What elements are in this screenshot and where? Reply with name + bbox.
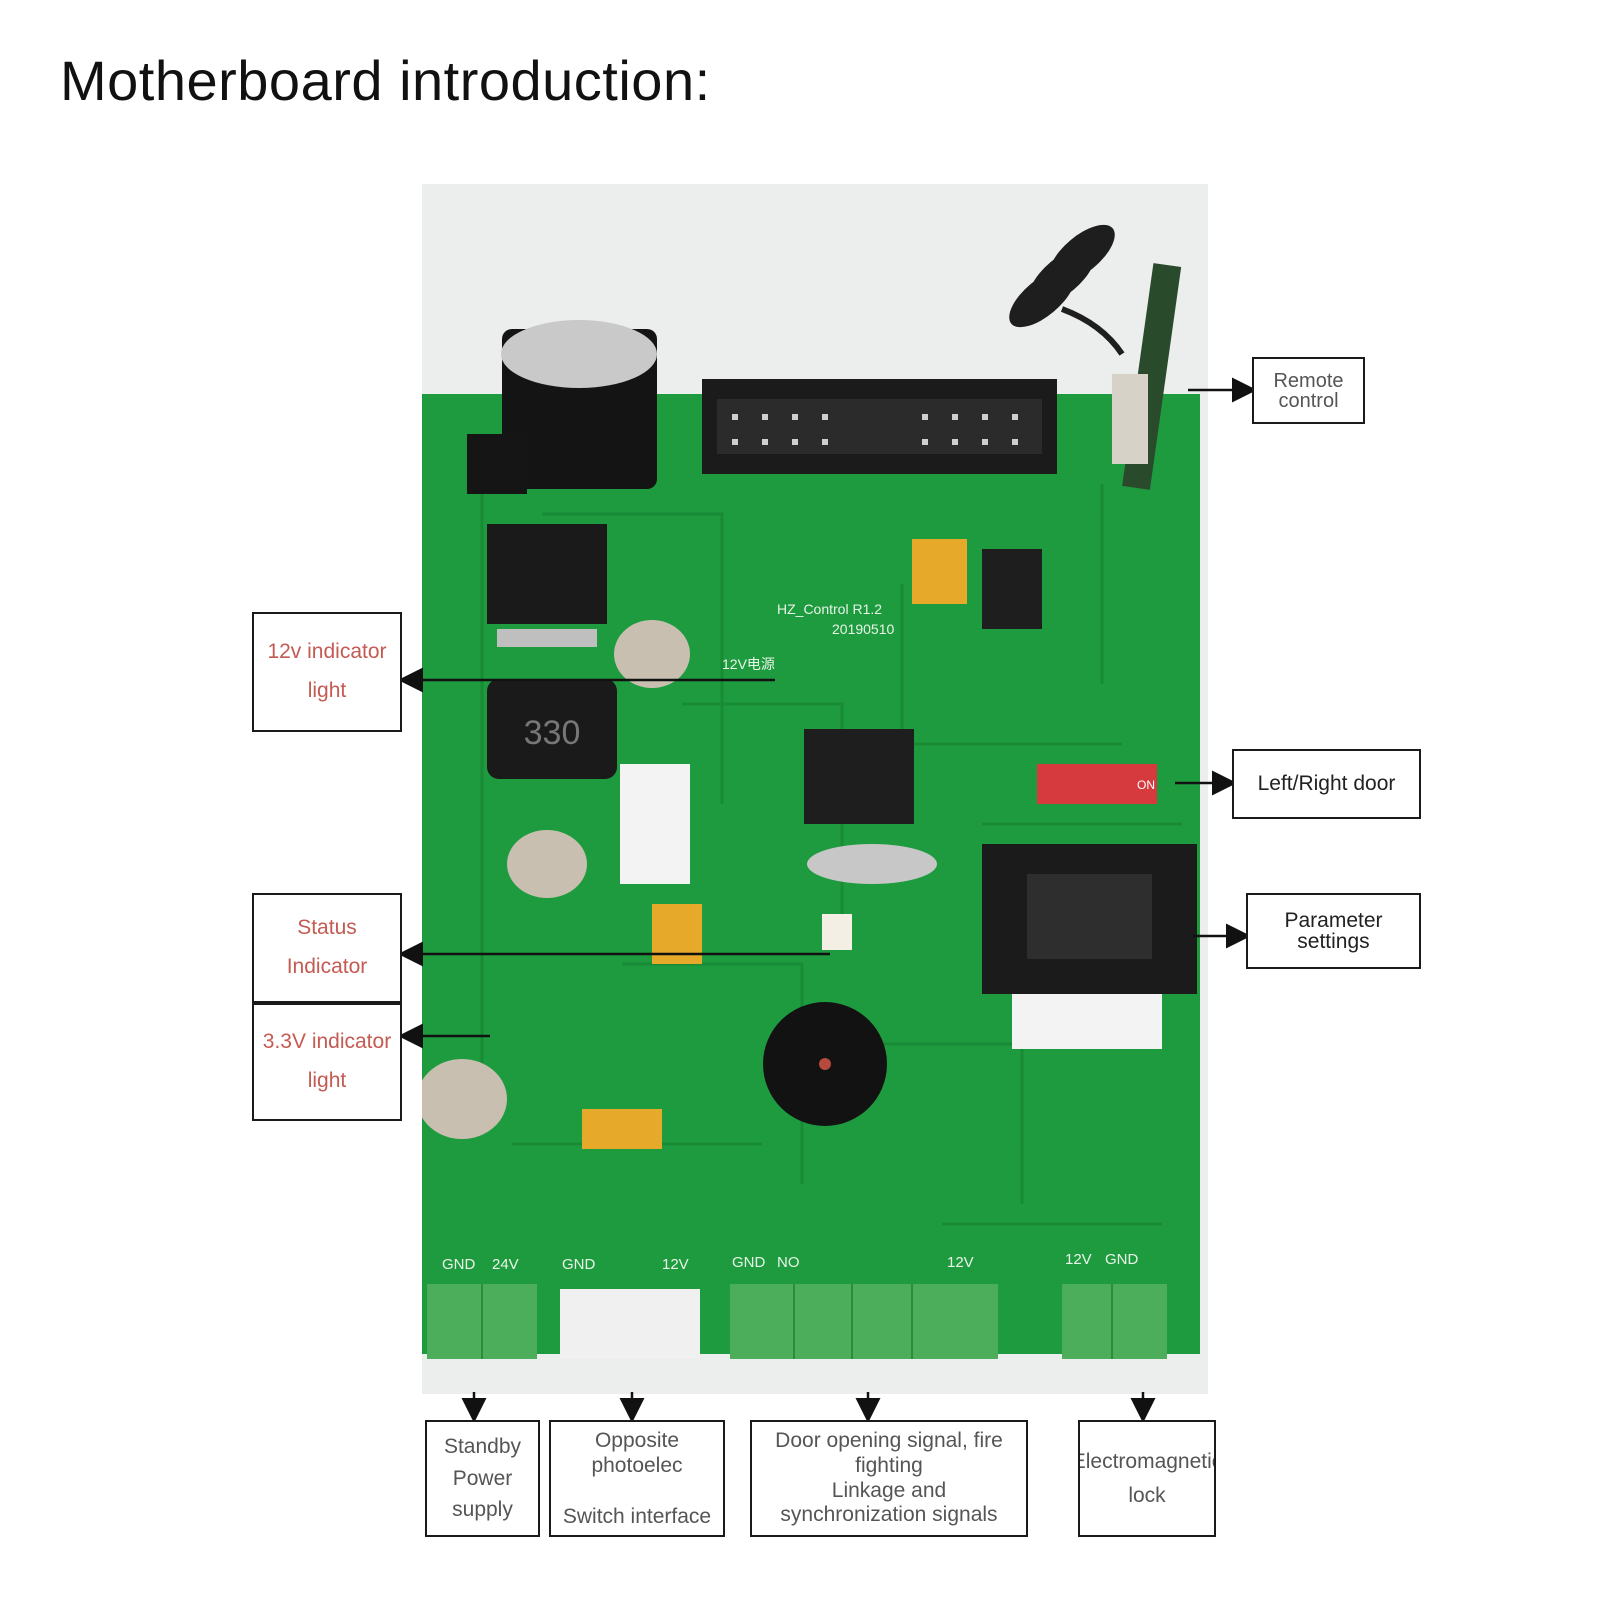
svg-text:GND: GND — [732, 1254, 766, 1271]
label-parameter-settings: Parameter settings — [1246, 893, 1421, 969]
svg-text:GND: GND — [1105, 1251, 1139, 1268]
svg-text:GND: GND — [562, 1256, 596, 1273]
board-model-text: HZ_Control R1.2 — [777, 601, 882, 617]
terminal-signal — [730, 1284, 998, 1359]
inductor-marking: 330 — [524, 714, 581, 752]
mcu-chip — [804, 729, 914, 824]
terminal-lock — [1062, 1284, 1167, 1359]
label-photoelectric-switch-interface: Opposite photoelec Switch interface — [549, 1420, 725, 1537]
label-status-indicator: Status Indicator — [252, 893, 402, 1003]
terminal-photo — [560, 1289, 700, 1359]
svg-text:12V: 12V — [947, 1254, 974, 1271]
status-led — [822, 914, 852, 950]
svg-text:12V: 12V — [1065, 1251, 1092, 1268]
page-title: Motherboard introduction: — [60, 49, 711, 112]
dip-switch — [1037, 764, 1157, 804]
antenna-coil — [1009, 224, 1125, 356]
svg-text:NO: NO — [777, 1254, 800, 1271]
label-12v-indicator-light: 12v indicator light — [252, 612, 402, 732]
svg-text:12V: 12V — [662, 1256, 689, 1273]
svg-text:24V: 24V — [492, 1256, 519, 1273]
label-door-opening-signal: Door opening signal, fire fighting Linka… — [750, 1420, 1028, 1537]
label-remote-control: Remote control — [1252, 357, 1365, 424]
svg-text:GND: GND — [442, 1256, 476, 1273]
label-electromagnetic-lock: Electromagnetic lock — [1078, 1420, 1216, 1537]
label-33v-indicator-light: 3.3V indicator light — [252, 1003, 402, 1121]
inductor — [487, 679, 617, 779]
motherboard-photo: 330 ON HZ_Control R1.2 20190510 12V电源 GN… — [422, 184, 1208, 1394]
svg-text:ON: ON — [1137, 778, 1155, 792]
label-standby-power-supply: Standby Power supply — [425, 1420, 540, 1537]
label-left-right-door: Left/Right door — [1232, 749, 1421, 819]
svg-text:12V电源: 12V电源 — [722, 656, 775, 672]
board-date-code: 20190510 — [832, 621, 895, 637]
